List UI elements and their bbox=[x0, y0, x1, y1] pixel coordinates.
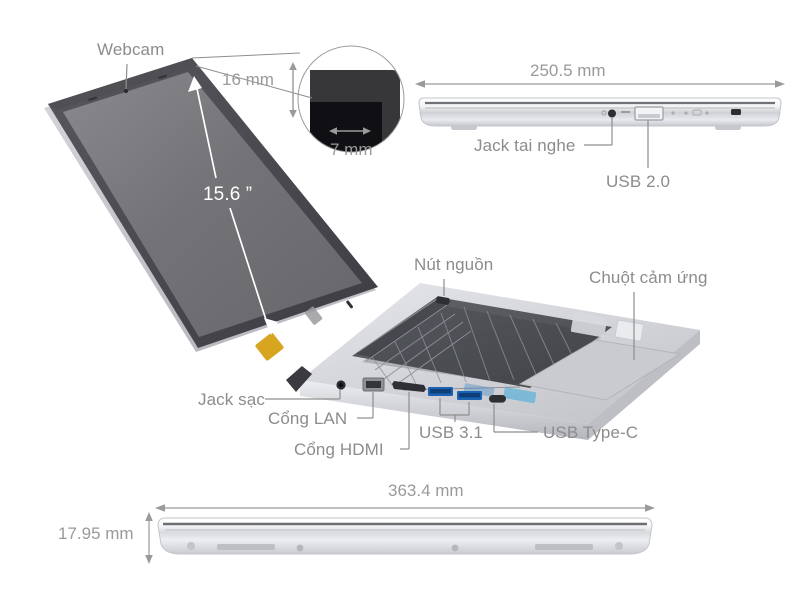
rubber-foot bbox=[187, 542, 195, 550]
magnifier-ring bbox=[297, 45, 405, 153]
side-bezel-dimension-label: 7 mm bbox=[330, 140, 373, 159]
usb-type-c-label: USB Type-C bbox=[543, 423, 639, 442]
battery-indicator-icon bbox=[692, 109, 702, 116]
kensington-lock-slot bbox=[731, 109, 741, 115]
front-width-label: 363.4 mm bbox=[388, 481, 464, 500]
rubber-foot bbox=[715, 125, 741, 130]
webcam-icon bbox=[123, 88, 129, 94]
charging-jack-label: Jack sạc bbox=[198, 390, 265, 409]
screen-top-bezel bbox=[48, 58, 196, 110]
speaker-grille bbox=[535, 544, 593, 550]
microphone-icon bbox=[88, 96, 98, 101]
side-width-dimension-arrow bbox=[415, 80, 785, 88]
headphone-jack-icon bbox=[601, 110, 607, 116]
side-profile-illustration bbox=[418, 97, 782, 130]
front-height-dimension-arrow bbox=[145, 512, 153, 564]
status-led bbox=[671, 111, 675, 115]
front-width-dimension-arrow bbox=[155, 504, 655, 512]
port-cluster[interactable] bbox=[336, 377, 506, 403]
intel-sticker bbox=[614, 319, 644, 342]
front-closed-body bbox=[157, 517, 653, 555]
energy-star-sticker bbox=[503, 387, 537, 404]
hinge bbox=[286, 366, 312, 392]
usb31-port-label: USB 3.1 bbox=[419, 423, 484, 442]
bezel-detail-magnifier bbox=[297, 45, 405, 153]
keyboard-well bbox=[352, 297, 612, 388]
energy-sticker bbox=[255, 332, 284, 361]
front-height-label: 17.95 mm bbox=[58, 524, 134, 543]
screen-size-label: 15.6 ” bbox=[203, 184, 253, 205]
laptop-screen bbox=[63, 72, 362, 337]
lan-port-label: Cổng LAN bbox=[268, 409, 348, 428]
screw-hole bbox=[296, 544, 304, 552]
screw-hole bbox=[451, 544, 459, 552]
windows-sticker bbox=[463, 383, 495, 397]
rubber-foot bbox=[615, 542, 623, 550]
power-button bbox=[436, 296, 450, 305]
hdmi-port bbox=[392, 381, 426, 392]
speaker-grille bbox=[217, 544, 275, 550]
laptop-port-side-wall bbox=[300, 380, 588, 440]
top-bezel-dimension-arrow bbox=[289, 62, 297, 118]
status-led bbox=[684, 111, 688, 115]
webcam-label: Webcam bbox=[97, 40, 165, 59]
side-bezel-dimension-arrow bbox=[329, 127, 371, 135]
spec-sticker bbox=[570, 312, 608, 338]
usb-type-c-port bbox=[489, 395, 506, 403]
power-button-label: Nút nguồn bbox=[414, 255, 494, 274]
touchpad bbox=[518, 339, 682, 401]
status-led bbox=[705, 111, 709, 115]
rubber-foot bbox=[451, 125, 477, 130]
side-profile-body bbox=[418, 97, 782, 127]
headphone-jack-label: Jack tai nghe bbox=[474, 136, 576, 155]
touchpad-label: Chuột cảm ứng bbox=[589, 268, 708, 287]
side-width-label: 250.5 mm bbox=[530, 61, 606, 80]
hdmi-port-label: Cổng HDMI bbox=[294, 440, 384, 459]
front-closed-illustration bbox=[157, 517, 653, 555]
headphone-jack-port bbox=[608, 109, 616, 118]
acer-logo bbox=[304, 306, 323, 325]
usb20-label: USB 2.0 bbox=[606, 172, 671, 191]
hinge-mark bbox=[346, 300, 353, 309]
top-bezel-dimension-label: 16 mm bbox=[222, 70, 274, 89]
usb20-icon bbox=[621, 111, 630, 113]
microphone-icon bbox=[158, 74, 168, 79]
